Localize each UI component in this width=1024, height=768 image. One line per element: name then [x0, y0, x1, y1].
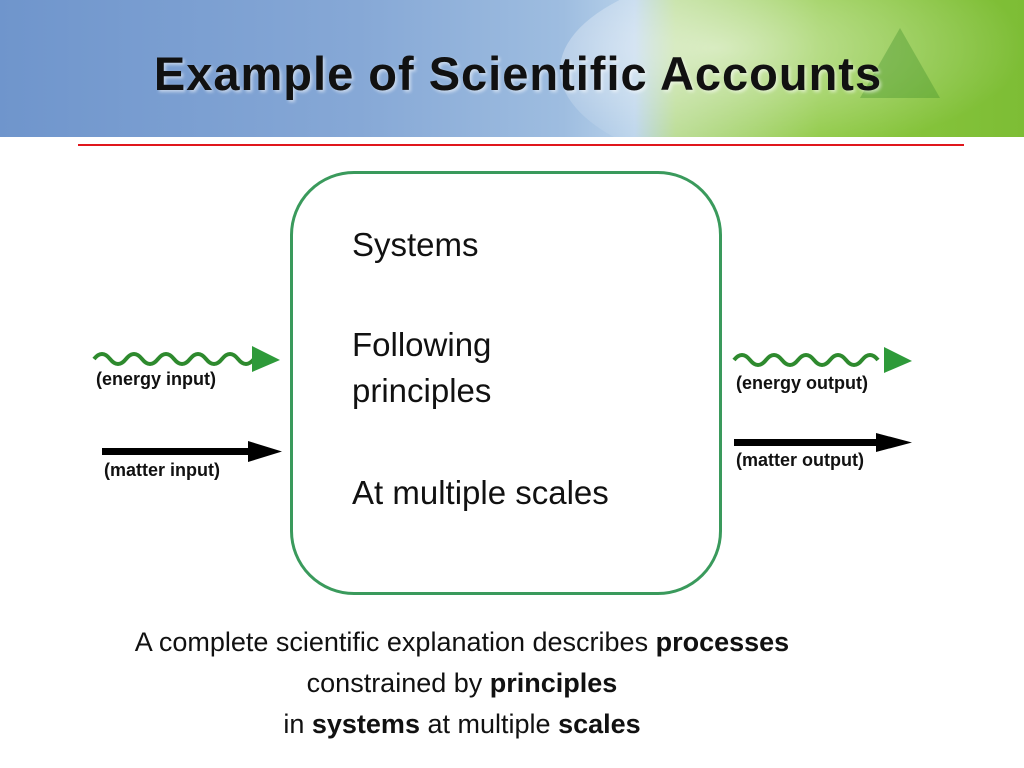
system-text-following: Following [352, 326, 492, 363]
caption-line-1: A complete scientific explanation descri… [0, 622, 924, 662]
energy-input-label: (energy input) [96, 369, 216, 389]
matter-input-label: (matter input) [104, 460, 220, 480]
banner-decoration [560, 0, 1024, 137]
banner-triangle-decoration [860, 28, 940, 98]
caption-line-3: in systems at multiple scales [0, 704, 924, 744]
system-box [290, 171, 722, 595]
system-text-principles: principles [352, 372, 492, 409]
caption-text: constrained by [306, 668, 483, 698]
matter-output-label: (matter output) [736, 450, 864, 470]
matter-output-arrow [734, 433, 912, 452]
caption-line-2: constrained by principles [0, 663, 924, 703]
title-banner [0, 0, 1024, 137]
caption-emphasis-principles: principles [489, 668, 618, 698]
caption-emphasis-systems: systems [311, 709, 420, 739]
system-text-systems: Systems [352, 226, 479, 263]
title-divider [78, 144, 964, 146]
energy-output-wave-arrow [732, 347, 912, 373]
slide-title: Example of Scientific Accounts [153, 47, 883, 100]
system-text-scales: At multiple scales [352, 474, 609, 511]
matter-input-arrow [102, 441, 282, 462]
caption-text: at multiple [427, 709, 551, 739]
caption-text: in [283, 709, 305, 739]
caption-text: A complete scientific explanation descri… [134, 627, 649, 657]
caption-emphasis-processes: processes [655, 627, 790, 657]
caption-emphasis-scales: scales [558, 709, 641, 739]
energy-input-wave-arrow [92, 346, 280, 372]
energy-output-label: (energy output) [736, 373, 868, 393]
